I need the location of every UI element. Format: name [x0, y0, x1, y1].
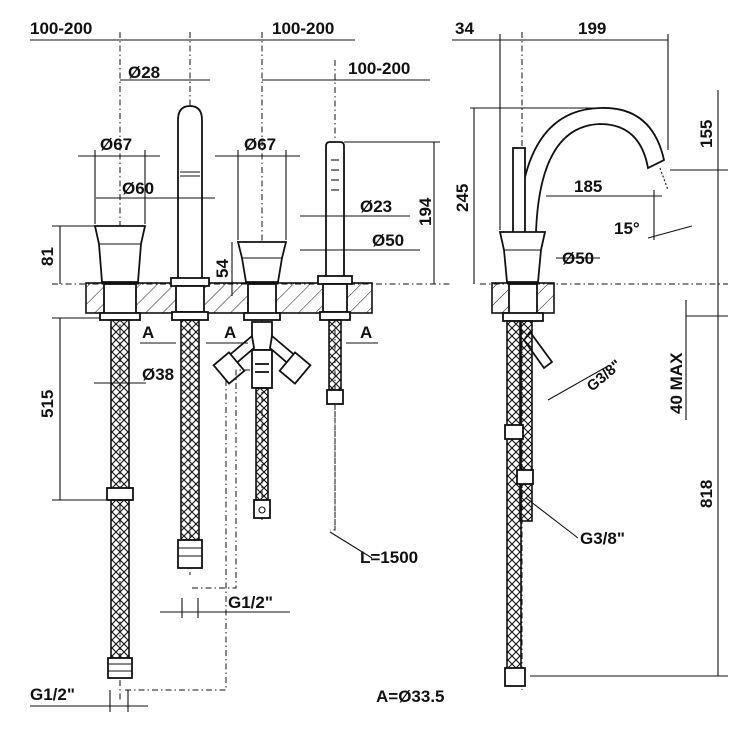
label-side-reach: 199	[578, 19, 606, 38]
label-shower-height: 194	[416, 197, 435, 226]
label-side-total-length: 818	[697, 480, 716, 508]
label-hose-length-left: 515	[38, 390, 57, 418]
label-side-max-deck: 40 MAX	[667, 352, 686, 414]
side-hose-2	[519, 320, 533, 522]
label-shower-handle-dia: Ø23	[360, 197, 392, 216]
label-a-value: A=Ø33.5	[376, 687, 445, 706]
label-side-height-total: 245	[453, 184, 472, 212]
shower-hose-route	[330, 404, 336, 531]
label-section-a-1: A	[142, 323, 154, 342]
label-side-arc-height: 155	[697, 120, 716, 148]
left-valve	[93, 225, 147, 679]
label-top-spacing-1: 100-200	[30, 19, 92, 38]
label-side-offset: 34	[455, 19, 474, 38]
label-side-thread-top: G3/8"	[584, 357, 625, 396]
label-shank-dia: Ø38	[142, 365, 174, 384]
diverter-route	[190, 369, 250, 589]
hand-shower	[317, 141, 353, 405]
left-route	[122, 380, 227, 691]
label-spout-dia: Ø28	[128, 63, 160, 82]
label-thread-left: G1/2"	[30, 685, 75, 704]
label-diverter-height: 54	[213, 259, 232, 278]
label-thread-center: G1/2"	[228, 593, 273, 612]
spout-arc	[517, 107, 666, 233]
label-top-spacing-3: 100-200	[348, 59, 410, 78]
label-top-spacing-2: 100-200	[272, 19, 334, 38]
side-body	[498, 231, 547, 283]
label-handle-dia-left: Ø67	[100, 135, 132, 154]
label-side-spout-reach: 185	[574, 177, 602, 196]
dimension-labels: 100-200 100-200 100-200 Ø28 Ø67 Ø67 Ø60 …	[30, 19, 716, 706]
label-section-a-2: A	[224, 323, 236, 342]
front-view	[30, 32, 450, 712]
label-side-thread-bottom: G3/8"	[580, 529, 625, 548]
diverter-valve	[212, 241, 312, 519]
side-hose-1	[506, 320, 522, 672]
label-handle-height: 81	[38, 247, 57, 266]
side-view	[452, 32, 728, 690]
label-section-a-3: A	[360, 323, 372, 342]
label-shower-base-dia: Ø50	[372, 231, 404, 250]
spout-front	[170, 105, 210, 569]
label-hose-l: L=1500	[360, 548, 418, 567]
label-side-angle: 15°	[614, 219, 640, 238]
label-side-base-dia: Ø50	[562, 249, 594, 268]
label-handle-base-dia: Ø60	[122, 179, 154, 198]
label-handle-dia-center: Ø67	[244, 135, 276, 154]
